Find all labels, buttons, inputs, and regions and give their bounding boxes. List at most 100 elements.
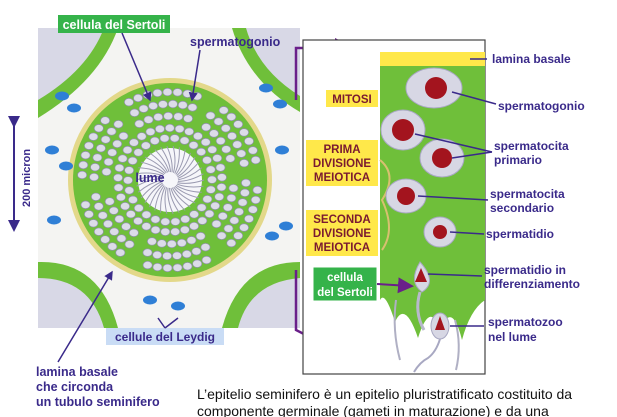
germ-cell <box>108 206 119 215</box>
germ-cell <box>136 132 147 141</box>
germ-cell <box>170 217 181 226</box>
sperm-tail <box>176 152 191 177</box>
germ-cell <box>179 225 190 234</box>
primary-pointer-2 <box>451 151 493 159</box>
sperm-tail <box>177 173 204 182</box>
sperm-tails <box>393 299 460 371</box>
germ-cell <box>216 231 227 240</box>
germ-cell <box>172 251 182 260</box>
stage-first-meiosis-line1: PRIMA <box>323 144 360 156</box>
sperm-tail <box>166 145 173 173</box>
germ-cell <box>176 238 187 248</box>
germ-cell <box>239 128 249 137</box>
differentiating-line1: spermatidio in <box>484 263 566 277</box>
germ-cell <box>152 250 163 260</box>
sperm-tail <box>135 176 163 181</box>
germ-cell <box>162 87 173 97</box>
stage-mitosis-text: MITOSI <box>332 94 371 106</box>
leydig-cells <box>45 83 293 311</box>
right-labels: lamina basale spermatogonio spermatocita… <box>414 52 585 344</box>
germ-cell <box>202 156 212 165</box>
germ-cell <box>250 195 261 205</box>
germ-cell <box>189 221 199 231</box>
germ-cell <box>142 248 153 257</box>
sperm-tail <box>160 186 166 213</box>
sperm-tail <box>137 179 163 193</box>
germ-cell <box>239 158 250 168</box>
germ-cell <box>163 111 174 121</box>
sperm-tail <box>168 187 180 213</box>
germ-cell <box>80 151 91 160</box>
sperm-tail <box>173 186 196 204</box>
germ-cell <box>127 156 138 165</box>
sertoli-panel-line1: cellula <box>327 272 363 284</box>
germ-cell <box>228 184 239 193</box>
spermatid-label: spermatidio <box>486 227 554 241</box>
germ-cell <box>232 140 243 149</box>
primary-line1: spermatocita <box>494 139 569 153</box>
sperm-tail <box>174 185 200 199</box>
sperm-tail <box>176 183 204 188</box>
germ-cell <box>141 210 152 219</box>
germ-cell <box>156 239 167 248</box>
basal-lamina-line2: che circonda <box>36 380 114 394</box>
germ-cell <box>250 155 261 165</box>
germ-cell <box>214 192 225 201</box>
leydig-pointer <box>157 317 179 329</box>
epithelium-detail-panel: MITOSI PRIMA DIVISIONE MEIOTICA SECONDA … <box>302 39 486 375</box>
stage-second-meiosis: SECONDA DIVISIONE MEIOTICA <box>306 210 378 256</box>
germ-cell <box>106 127 117 136</box>
sperm-tail <box>175 149 186 175</box>
scale-label: 200 micron <box>21 149 33 207</box>
germ-cell <box>222 203 233 212</box>
germ-cell <box>89 172 100 182</box>
germ-cell <box>93 124 104 133</box>
germ-cell <box>138 104 149 113</box>
spermatozoon-line2: nel lume <box>488 330 537 344</box>
caption-line2: componente germinale (gameti in maturazi… <box>197 403 549 417</box>
basal-lamina-line1: lamina basale <box>36 365 118 379</box>
sperm-tail <box>167 187 174 215</box>
sperm-tail <box>149 183 164 208</box>
leydig-cell <box>265 231 279 241</box>
germ-cell <box>213 117 224 126</box>
germ-cell <box>128 195 138 204</box>
germ-cell <box>202 195 213 204</box>
germ-cell <box>120 202 131 211</box>
germ-cell <box>212 154 223 163</box>
lumen-label: lume <box>135 171 164 185</box>
leydig-cell <box>143 295 157 305</box>
germ-cell <box>125 210 136 219</box>
germ-cell <box>184 127 195 136</box>
germ-cell <box>218 106 229 115</box>
germ-cell <box>133 148 144 157</box>
sertoli-label-text: cellula del Sertoli <box>63 18 166 32</box>
germ-cell <box>154 124 165 134</box>
germ-cell <box>128 228 139 237</box>
leydig-cell <box>273 99 287 109</box>
germ-cell <box>149 136 160 146</box>
germ-cell <box>112 139 123 149</box>
sertoli-label-top: cellula del Sertoli <box>58 15 170 33</box>
germ-cell <box>180 214 191 224</box>
germ-cell <box>173 112 184 121</box>
germ-cell <box>196 147 207 157</box>
germ-cell <box>123 98 134 107</box>
germ-cell <box>124 186 135 195</box>
germ-cell <box>220 124 231 133</box>
sperm-tail <box>177 161 200 179</box>
sperm-tail <box>149 152 169 173</box>
basal-lamina-right: lamina basale <box>492 52 571 66</box>
leydig-cell <box>171 301 185 311</box>
germ-cell <box>177 100 188 110</box>
germ-cell <box>113 120 124 129</box>
sperm-tail <box>172 146 176 173</box>
germ-cell <box>188 141 199 150</box>
leydig-label: cellule del Leydig <box>106 328 224 345</box>
germ-cell <box>244 137 254 146</box>
tubule-cross-section <box>38 28 300 328</box>
differentiating-line2: differenziamento <box>484 277 580 291</box>
germ-cell <box>160 227 171 236</box>
germ-cell <box>109 227 120 236</box>
